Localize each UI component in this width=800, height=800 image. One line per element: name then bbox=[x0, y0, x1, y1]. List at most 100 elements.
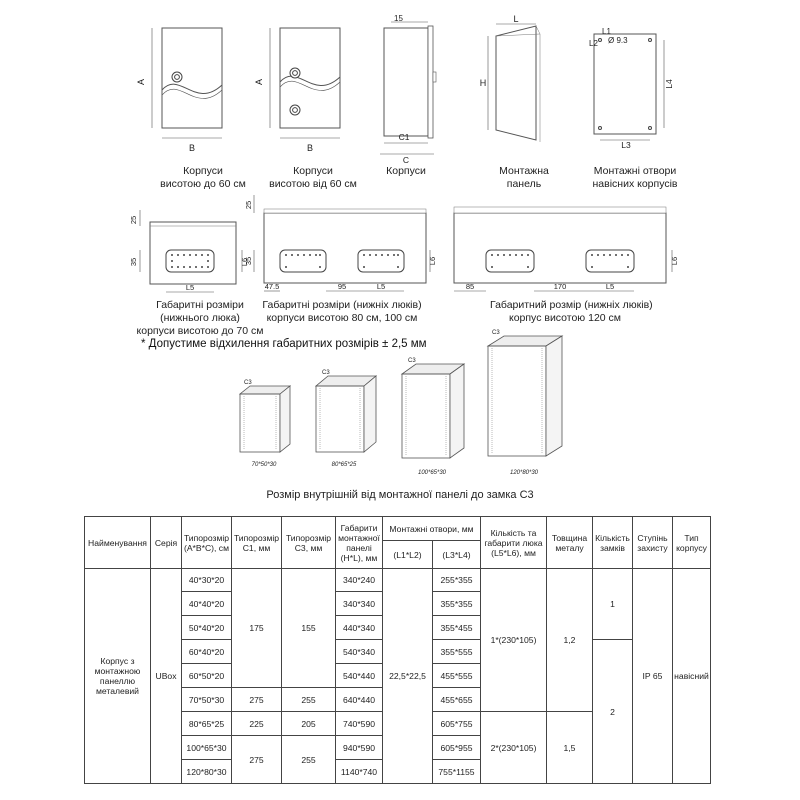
cell-size: 120*80*30 bbox=[181, 759, 232, 784]
cell-thickness: 1,5 bbox=[546, 711, 593, 784]
hole-icon bbox=[648, 126, 652, 130]
cell-type: навісний bbox=[672, 568, 711, 784]
hole-icon bbox=[598, 38, 602, 42]
dim-label: C bbox=[403, 155, 409, 165]
caption-hatch-to-70: Габаритні розміри (нижнього люка) корпус… bbox=[136, 299, 264, 337]
dim-label: A bbox=[254, 79, 264, 85]
cell-c3: 255 bbox=[281, 687, 336, 712]
dim-label: L3 bbox=[621, 140, 631, 150]
dim-label: L bbox=[513, 14, 518, 24]
caption-bodies: Корпуси bbox=[386, 165, 426, 177]
header-holes-l1l2: (L1*L2) bbox=[382, 540, 433, 569]
dim-label: L6 bbox=[670, 257, 679, 265]
cell-series: UBox bbox=[150, 568, 182, 784]
cell-thickness: 1,2 bbox=[546, 568, 593, 712]
dim-label: L5 bbox=[377, 282, 385, 291]
hole-icon bbox=[598, 126, 602, 130]
cell-size: 40*30*20 bbox=[181, 568, 232, 592]
iso-cabinet-3: C3 100*65*30 bbox=[400, 358, 466, 476]
dim-label: L6 bbox=[428, 257, 437, 265]
drawing-body-to-60: A B bbox=[136, 27, 223, 153]
cell-panel: 640*440 bbox=[335, 687, 383, 712]
cell-size: 60*50*20 bbox=[181, 663, 232, 688]
cell-l3l4: 255*355 bbox=[432, 568, 481, 592]
caption-mount-panel: Монтажна панель bbox=[499, 165, 549, 190]
cell-panel: 940*590 bbox=[335, 735, 383, 760]
iso-size-label: 70*50*30 bbox=[252, 462, 277, 468]
dim-label: L2 bbox=[589, 39, 598, 48]
dim-label: H bbox=[480, 78, 487, 88]
caption-body-to-60: Корпуси висотою до 60 см bbox=[160, 165, 246, 190]
cell-c1: 175 bbox=[231, 568, 282, 688]
cell-c1: 275 bbox=[231, 687, 282, 712]
cell-c1: 275 bbox=[231, 735, 282, 784]
cell-panel: 740*590 bbox=[335, 711, 383, 736]
dim-label: L6 bbox=[240, 258, 249, 266]
iso-cabinet-4: C3 120*80*30 bbox=[486, 330, 564, 476]
cell-panel: 1140*740 bbox=[335, 759, 383, 784]
drawing-mount-panel: L H bbox=[480, 14, 541, 142]
dim-label: 15 bbox=[394, 14, 403, 23]
caption-mount-holes: Монтажні отвори навісних корпусів bbox=[592, 165, 678, 190]
cell-l1l2: 22,5*22,5 bbox=[382, 568, 433, 784]
inner-size-caption: Розмір внутрішній від монтажної панелі д… bbox=[266, 489, 534, 501]
cell-locks: 1 bbox=[592, 568, 633, 640]
cell-l3l4: 605*755 bbox=[432, 711, 481, 736]
dim-label: 170 bbox=[554, 282, 567, 291]
cell-panel: 540*440 bbox=[335, 663, 383, 688]
cell-size: 50*40*20 bbox=[181, 615, 232, 640]
drawing-hatch-to-70: 25 35 L6 L5 bbox=[129, 210, 249, 293]
tolerance-note: * Допустиме відхилення габаритних розмір… bbox=[141, 338, 427, 350]
cell-l3l4: 355*555 bbox=[432, 639, 481, 664]
lock-icon bbox=[289, 104, 301, 116]
iso-size-label: 100*65*30 bbox=[418, 470, 447, 476]
spec-table: Найменування Серія Типорозмір(A*B*C), см… bbox=[84, 516, 711, 784]
iso-c3-label: C3 bbox=[244, 380, 252, 386]
dim-label: B bbox=[307, 143, 313, 153]
cell-l3l4: 755*1155 bbox=[432, 759, 481, 784]
drawing-body-from-60: A B bbox=[254, 27, 341, 153]
lock-icon bbox=[171, 71, 183, 83]
dim-label: 95 bbox=[338, 282, 346, 291]
cell-c3: 205 bbox=[281, 711, 336, 736]
cell-c1: 225 bbox=[231, 711, 282, 736]
cell-locks: 2 bbox=[592, 639, 633, 784]
cell-hatch: 2*(230*105) bbox=[480, 711, 547, 784]
hole-icon bbox=[648, 38, 652, 42]
dim-label: 35 bbox=[244, 257, 253, 265]
cell-l3l4: 455*655 bbox=[432, 687, 481, 712]
dim-label: 25 bbox=[129, 216, 138, 224]
cell-l3l4: 355*355 bbox=[432, 591, 481, 616]
header-name: Найменування bbox=[84, 516, 151, 569]
drawing-hatch-120: L6 85 170 L5 bbox=[453, 206, 679, 292]
cell-size: 80*65*25 bbox=[181, 711, 232, 736]
cell-panel: 340*340 bbox=[335, 591, 383, 616]
dim-label: L4 bbox=[664, 79, 674, 89]
dim-label: L5 bbox=[186, 283, 194, 292]
dim-label: 25 bbox=[244, 201, 253, 209]
header-series: Серія bbox=[150, 516, 182, 569]
cell-c3: 155 bbox=[281, 568, 336, 688]
drawing-hatch-80-100: 25 35 L6 47.5 95 L5 bbox=[244, 195, 437, 292]
cell-panel: 340*240 bbox=[335, 568, 383, 592]
caption-hatch-120: Габаритний розмір (нижніх люків) корпус … bbox=[490, 299, 653, 324]
cell-c3: 255 bbox=[281, 735, 336, 784]
cell-size: 70*50*30 bbox=[181, 687, 232, 712]
dim-label: L5 bbox=[606, 282, 614, 291]
dim-label: 85 bbox=[466, 282, 474, 291]
header-size: Типорозмір(A*B*C), см bbox=[181, 516, 232, 569]
cell-size: 40*40*20 bbox=[181, 591, 232, 616]
cell-hatch: 1*(230*105) bbox=[480, 568, 547, 712]
cell-panel: 540*340 bbox=[335, 639, 383, 664]
lock-icon bbox=[289, 67, 301, 79]
cell-panel: 440*340 bbox=[335, 615, 383, 640]
dim-label: Ø 9.3 bbox=[608, 36, 628, 45]
iso-c3-label: C3 bbox=[492, 330, 500, 336]
cell-l3l4: 355*455 bbox=[432, 615, 481, 640]
iso-c3-label: C3 bbox=[408, 358, 416, 364]
